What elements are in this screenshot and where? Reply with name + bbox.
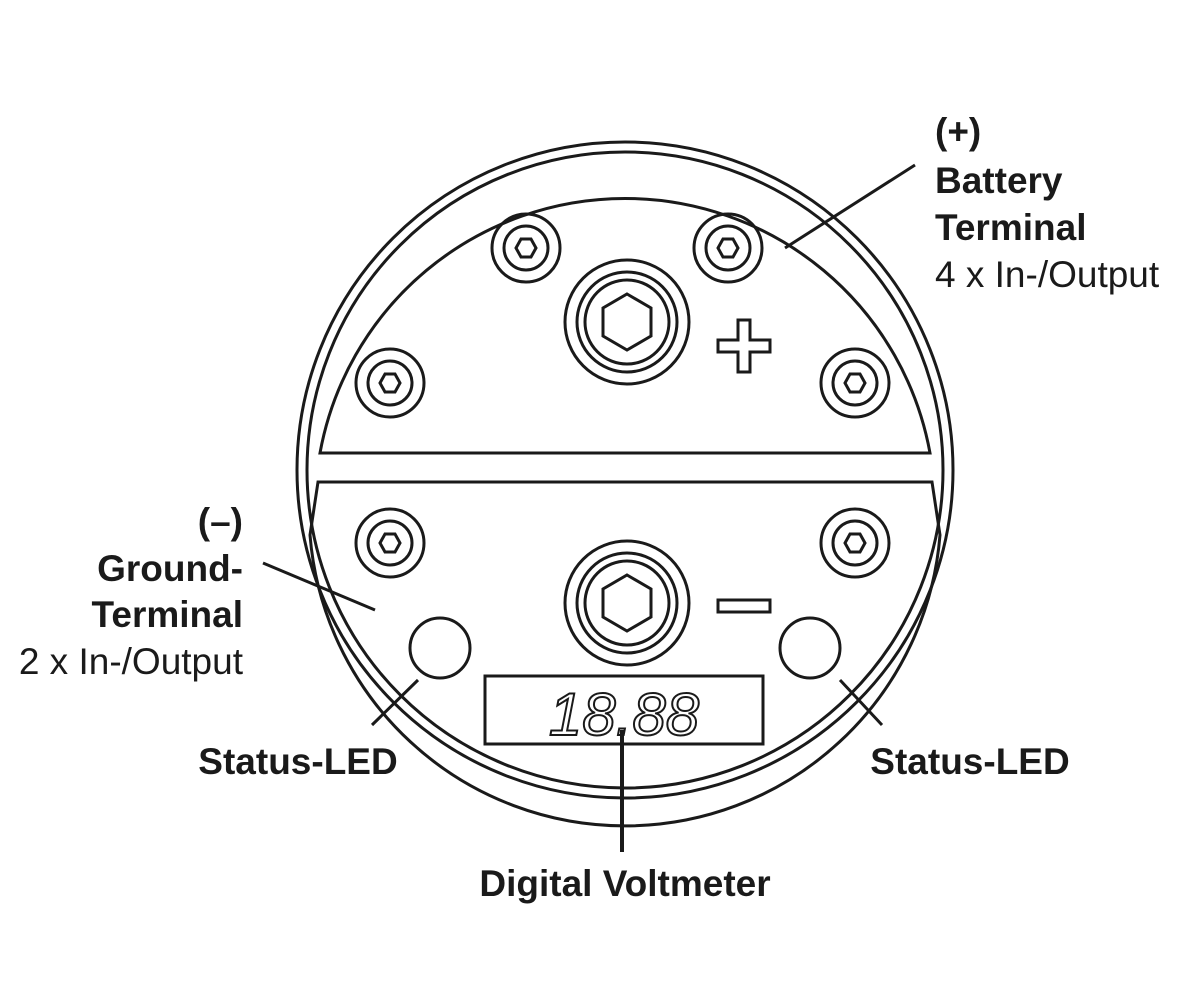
screw-icon [354, 347, 426, 419]
positive-name-line1: Battery [935, 160, 1063, 201]
positive-detail: 4 x In-/Output [935, 254, 1160, 295]
positive-polarity-label: (+) [935, 111, 981, 152]
ground-detail: 2 x In-/Output [19, 641, 244, 682]
battery-terminal-leader [784, 163, 916, 250]
screw-icon [819, 347, 891, 419]
housing-outer-ring [295, 140, 955, 800]
status-led-right-label: Status-LED [870, 741, 1069, 782]
status-led-left-icon [408, 616, 472, 680]
ground-name-line1: Ground- [97, 548, 243, 589]
status-led-right-leader [838, 678, 884, 727]
screw-icon [692, 212, 764, 284]
status-led-left-leader [370, 678, 420, 727]
ground-bolt-icon [563, 539, 691, 667]
positive-bolt-icon [563, 258, 691, 386]
positive-name-line2: Terminal [935, 207, 1086, 248]
plus-sign-icon [716, 318, 772, 374]
ground-terminal-leader [262, 561, 376, 612]
screw-icon [354, 507, 426, 579]
screw-icon [819, 507, 891, 579]
ground-name-line2: Terminal [92, 594, 243, 635]
screw-icon [490, 212, 562, 284]
voltmeter-readout: 18.88 [549, 681, 700, 748]
ground-plate [308, 480, 942, 828]
ground-polarity-label: (–) [198, 501, 243, 542]
status-led-right-icon [778, 616, 842, 680]
status-led-left-label: Status-LED [198, 741, 397, 782]
voltmeter-label: Digital Voltmeter [479, 863, 770, 904]
housing-inner-ring [305, 150, 945, 790]
minus-sign-icon [716, 598, 772, 614]
positive-plate [318, 197, 932, 455]
